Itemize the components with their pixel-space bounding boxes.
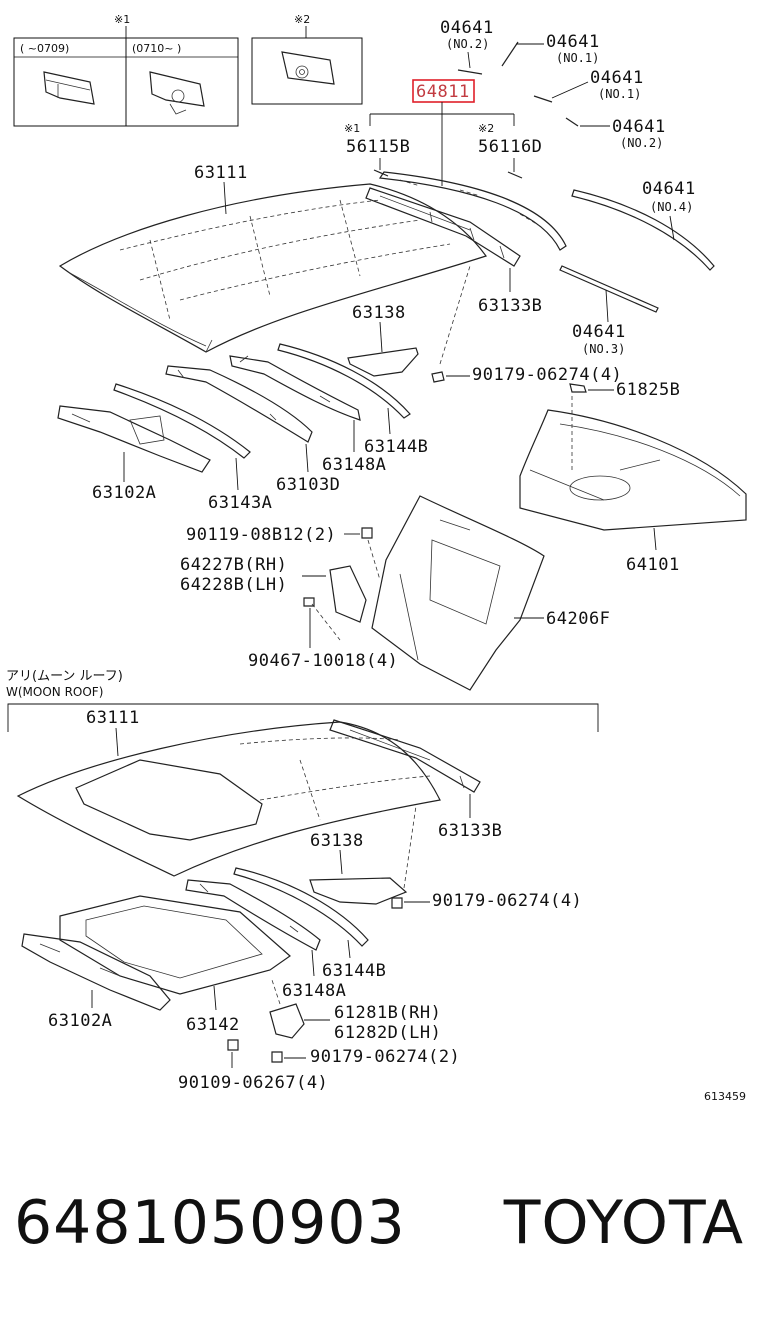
label-63148a-top: 63148A — [322, 455, 386, 475]
label-04641-f: 04641 — [572, 322, 626, 342]
label-04641-e: 04641 — [642, 179, 696, 199]
label-90109: 90109-06267(4) — [178, 1073, 328, 1093]
sunroof-opening — [75, 759, 263, 841]
bolt-90109 — [227, 1039, 239, 1051]
roof-bow-63103d — [165, 365, 313, 443]
label-90179-bot: 90179-06274(2) — [310, 1047, 460, 1067]
label-56115b: 56115B — [346, 137, 410, 157]
moonroof-label-en: W(MOON ROOF) — [6, 685, 103, 699]
inset-note-1: ※1 ( ~0709) (0710~ ) — [13, 13, 239, 127]
diagram-id: 613459 — [704, 1090, 746, 1103]
label-64811: 64811 — [416, 82, 470, 102]
moulding-clip-c — [533, 95, 553, 103]
bolt-90179-bot — [271, 1051, 283, 1063]
sunroof-frame-63142 — [59, 895, 291, 995]
roof-bow-63148a-top — [229, 355, 361, 421]
label-63133b-bot: 63133B — [438, 821, 502, 841]
footer-brand: TOYOTA — [503, 1188, 744, 1258]
label-04641-d: 04641 — [612, 117, 666, 137]
inset-note-2: ※2 — [251, 13, 363, 105]
bracket-64227b — [329, 565, 367, 623]
clip-part-left — [43, 71, 95, 105]
label-04641-a-sub: (NO.2) — [446, 37, 489, 51]
roof-panel-63111-top — [58, 183, 487, 353]
moulding-no3 — [559, 265, 659, 313]
label-61281b: 61281B(RH) — [334, 1003, 441, 1023]
clip-61825b — [569, 383, 587, 393]
note1-mark: ※1 — [114, 13, 130, 26]
label-04641-f-sub: (NO.3) — [582, 342, 625, 356]
label-64101: 64101 — [626, 555, 680, 575]
label-04641-d-sub: (NO.2) — [620, 136, 663, 150]
bolt-90179-mid — [391, 897, 403, 909]
clip-part-note2 — [281, 51, 335, 85]
label-64206f: 64206F — [546, 609, 610, 629]
label-90179-mid: 90179-06274(4) — [432, 891, 582, 911]
label-90179-top: 90179-06274(4) — [472, 365, 622, 385]
roof-bow-63148a-moonroof — [185, 879, 321, 951]
label-90119: 90119-08B12(2) — [186, 525, 336, 545]
label-63111-bot: 63111 — [86, 708, 140, 728]
label-63138-bot: 63138 — [310, 831, 364, 851]
label-04641-a: 04641 — [440, 18, 494, 38]
label-63103d: 63103D — [276, 475, 340, 495]
roof-panel-63111-moonroof — [16, 721, 441, 877]
package-tray-64101 — [519, 409, 747, 531]
label-64228b: 64228B(LH) — [180, 575, 287, 595]
label-04641-c: 04641 — [590, 68, 644, 88]
bracket-63138-bot — [309, 877, 408, 905]
label-61282d: 61282D(LH) — [334, 1023, 441, 1043]
label-04641-b: 04641 — [546, 32, 600, 52]
clip-56116d — [507, 171, 523, 179]
label-56116d: 56116D — [478, 137, 542, 157]
bolt-90119 — [361, 527, 373, 539]
label-04641-c-sub: (NO.1) — [598, 87, 641, 101]
mark-56116d: ※2 — [478, 122, 494, 135]
label-63111-top: 63111 — [194, 163, 248, 183]
front-header-63102a-top — [57, 405, 211, 473]
label-63133b-top: 63133B — [478, 296, 542, 316]
bracket-63138-top — [347, 347, 419, 377]
partition-panel-64206f — [371, 495, 545, 691]
label-90467: 90467-10018(4) — [248, 651, 398, 671]
bracket-61281b — [269, 1003, 305, 1039]
moulding-clip-a — [457, 69, 483, 75]
label-63143a: 63143A — [208, 493, 272, 513]
label-04641-b-sub: (NO.1) — [556, 51, 599, 65]
roof-moulding-64811 — [378, 171, 567, 251]
label-63102a-top: 63102A — [92, 483, 156, 503]
rear-rail-63133b-moonroof — [329, 719, 481, 793]
label-64227b: 64227B(RH) — [180, 555, 287, 575]
range-right: (0710~ ) — [132, 42, 181, 55]
moulding-clip-d — [565, 117, 579, 127]
clip-part-right — [149, 71, 205, 115]
moonroof-label-jp: アリ(ムーン ルーフ) — [6, 669, 123, 684]
roof-bow-63144b-top — [277, 343, 411, 419]
footer: 6481050903 TOYOTA — [0, 1180, 760, 1290]
label-63138-top: 63138 — [352, 303, 406, 323]
label-63102a-bot: 63102A — [48, 1011, 112, 1031]
label-63142: 63142 — [186, 1015, 240, 1035]
label-63148a-bot: 63148A — [282, 981, 346, 1001]
moulding-no4 — [571, 189, 715, 271]
moulding-clip-b — [501, 41, 519, 67]
clip-56115b — [373, 169, 389, 177]
highlight-box-64811 — [412, 79, 475, 103]
label-63144b-bot: 63144B — [322, 961, 386, 981]
rear-rail-63133b-top — [365, 187, 521, 267]
moonroof-bracket — [7, 703, 599, 732]
front-header-63102a-moonroof — [21, 933, 171, 1011]
range-left: ( ~0709) — [20, 42, 69, 55]
note2-mark: ※2 — [294, 13, 310, 26]
label-04641-e-sub: (NO.4) — [650, 200, 693, 214]
label-61825b: 61825B — [616, 380, 680, 400]
roof-bow-63143a — [113, 383, 251, 459]
label-63144b-top: 63144B — [364, 437, 428, 457]
bolt-90179-top — [431, 371, 445, 383]
roof-bow-63144b-moonroof — [233, 867, 369, 947]
footer-part-number: 6481050903 — [14, 1188, 406, 1258]
mark-56115b: ※1 — [344, 122, 360, 135]
